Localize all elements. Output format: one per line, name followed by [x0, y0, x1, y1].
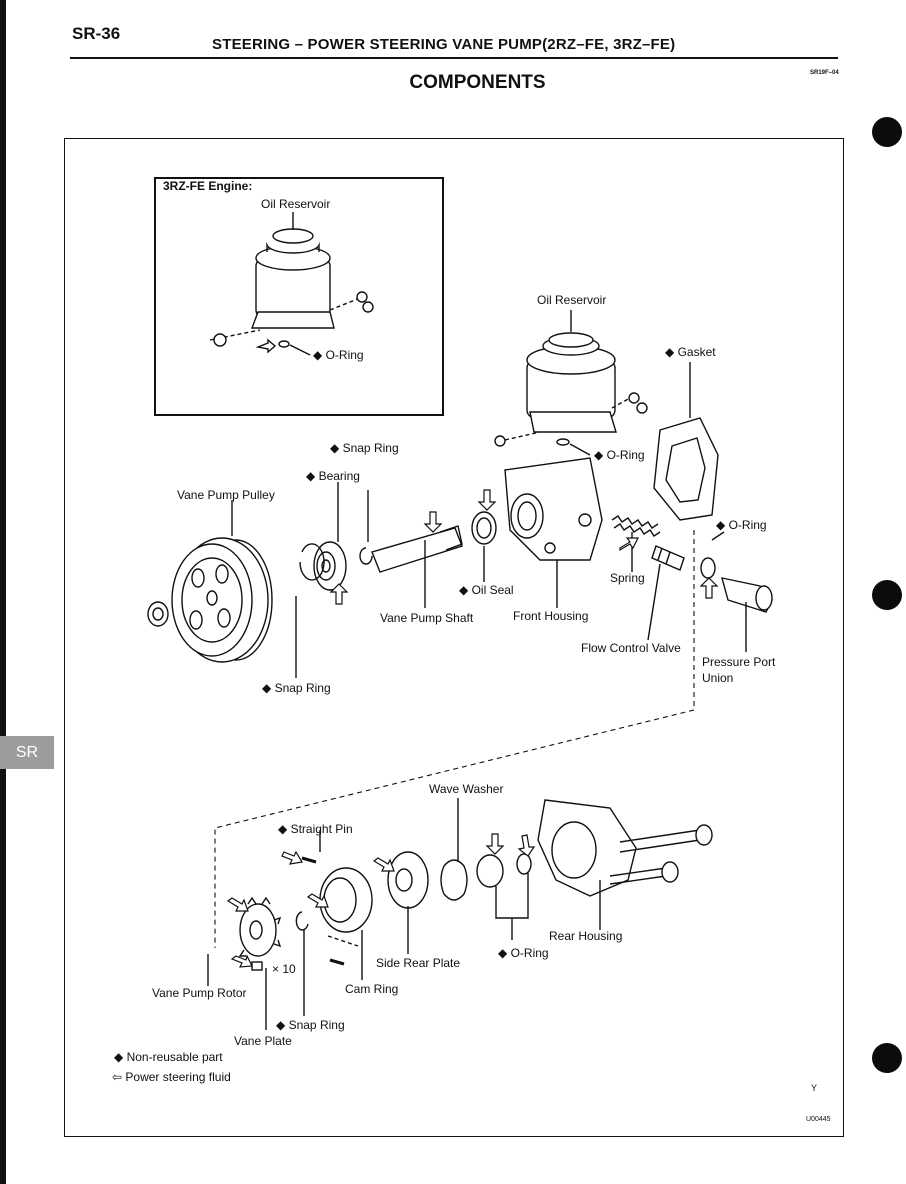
side-rear-plate-label: Side Rear Plate: [376, 956, 461, 970]
header-title: STEERING – POWER STEERING VANE PUMP(2RZ–…: [212, 36, 676, 53]
diamond-icon: ◆: [276, 1018, 286, 1032]
vane-plate: [251, 961, 263, 971]
pressure-port-label: Pressure Port: [702, 655, 776, 669]
section-tab-sr[interactable]: SR: [0, 736, 54, 769]
snap-ring-shaft: [359, 547, 373, 565]
vane-pump-pulley-label: Vane Pump Pulley: [177, 488, 275, 502]
o-ring-reservoir-label: ◆ O-Ring: [594, 448, 645, 462]
o-ring-large: [476, 854, 504, 888]
snap-ring-bottom-label: ◆ Snap Ring: [276, 1018, 345, 1032]
vane-pump-rotor-label: Vane Pump Rotor: [152, 986, 247, 1000]
times-ten-label: × 10: [272, 962, 296, 976]
bearing-text: Bearing: [318, 469, 360, 483]
bearing-label: ◆ Bearing: [306, 469, 360, 483]
snap-ring-bottom-text: Snap Ring: [288, 1018, 345, 1032]
snap-ring-pulley-text: Snap Ring: [274, 681, 331, 695]
flow-control-valve-label: Flow Control Valve: [581, 641, 681, 655]
wave-washer-label: Wave Washer: [429, 782, 504, 796]
straight-pin-label: ◆ Straight Pin: [278, 822, 353, 836]
inset-oil-reservoir-label: Oil Reservoir: [261, 197, 331, 211]
front-housing-label: Front Housing: [513, 609, 589, 623]
diamond-icon: ◆: [313, 348, 323, 362]
vane-pump-pulley: [171, 500, 273, 663]
diamond-icon: ◆: [665, 345, 675, 359]
diamond-icon: ◆: [278, 822, 288, 836]
diamond-icon: ◆: [330, 441, 340, 455]
rear-housing-label: Rear Housing: [549, 929, 623, 943]
o-ring-right-label: ◆ O-Ring: [716, 518, 767, 532]
diamond-icon: ◆: [594, 448, 604, 462]
diamond-icon: ◆: [716, 518, 726, 532]
legend-non-reusable: ◆ Non-reusable part: [114, 1050, 223, 1064]
page-number: SR-36: [72, 24, 121, 43]
diamond-icon: ◆: [498, 946, 508, 960]
inset-3rz-fe-box: [154, 177, 444, 416]
cam-ring: [319, 867, 373, 980]
pulley-nut: [147, 601, 169, 627]
straight-pin-1: [301, 856, 317, 864]
o-ring-right: [700, 557, 716, 579]
inset-title: 3RZ-FE Engine:: [163, 179, 253, 193]
wave-washer: [440, 859, 468, 901]
oil-seal-text: Oil Seal: [471, 583, 514, 597]
oil-seal: [471, 511, 497, 582]
snap-ring-pulley: [299, 543, 325, 581]
binder-hole-2: [872, 580, 902, 610]
gasket-text: Gasket: [677, 345, 716, 359]
binder-hole-1: [872, 117, 902, 147]
oil-seal-label: ◆ Oil Seal: [459, 583, 514, 597]
snap-ring-pulley-label: ◆ Snap Ring: [262, 681, 331, 695]
o-ring-small: [516, 853, 532, 875]
flow-control-valve: [647, 545, 685, 641]
hollow-arrow-icon: ⇦: [112, 1070, 123, 1084]
spring: [611, 515, 661, 572]
binder-hole-3: [872, 1043, 902, 1073]
vane-pump-shaft-label: Vane Pump Shaft: [380, 611, 474, 625]
inset-oil-reservoir: [209, 212, 374, 356]
snap-ring-top-text: Snap Ring: [342, 441, 399, 455]
diamond-icon: ◆: [306, 469, 316, 483]
gasket-label: ◆ Gasket: [665, 345, 716, 359]
legend-fluid: ⇦ Power steering fluid: [112, 1070, 231, 1084]
gasket: [653, 362, 719, 521]
main-oil-reservoir: [494, 310, 648, 456]
pressure-port-union: [721, 577, 773, 652]
document-code: SR19F–04: [810, 70, 839, 76]
inset-o-ring-text: O-Ring: [325, 348, 364, 362]
straight-pin-2: [329, 958, 345, 966]
o-ring-reservoir-text: O-Ring: [606, 448, 645, 462]
straight-pin-text: Straight Pin: [290, 822, 353, 836]
page-binding-edge: [0, 0, 6, 1184]
cam-ring-label: Cam Ring: [345, 982, 399, 996]
inset-o-ring-label: ◆ O-Ring: [313, 348, 364, 362]
diamond-icon: ◆: [262, 681, 272, 695]
figure-id: U00445: [806, 1116, 831, 1123]
legend-fluid-text: Power steering fluid: [125, 1070, 231, 1084]
union-label: Union: [702, 671, 734, 685]
snap-ring-top-label: ◆ Snap Ring: [330, 441, 399, 455]
diamond-icon: ◆: [114, 1050, 124, 1064]
spring-label: Spring: [610, 571, 645, 585]
o-ring-bottom-label: ◆ O-Ring: [498, 946, 549, 960]
header-rule: [70, 57, 838, 59]
rear-housing: [537, 799, 637, 930]
legend-non-reusable-text: Non-reusable part: [126, 1050, 223, 1064]
figure-frame: [64, 138, 844, 1137]
oil-reservoir-label: Oil Reservoir: [537, 293, 607, 307]
side-rear-plate: [387, 851, 429, 954]
fluid-arrows: [226, 489, 719, 968]
vane-pump-rotor: [207, 896, 282, 986]
bearing: [313, 482, 347, 591]
snap-ring-rotor: [295, 911, 309, 931]
front-housing: [504, 457, 603, 608]
diamond-icon: ◆: [459, 583, 469, 597]
vane-plate-label: Vane Plate: [234, 1034, 292, 1048]
rear-housing-bolts: [609, 824, 713, 885]
o-ring-bottom-text: O-Ring: [510, 946, 549, 960]
section-title: COMPONENTS: [409, 72, 546, 93]
o-ring-right-text: O-Ring: [728, 518, 767, 532]
vane-pump-shaft: [371, 525, 463, 608]
figure-letter: Y: [811, 1083, 818, 1093]
